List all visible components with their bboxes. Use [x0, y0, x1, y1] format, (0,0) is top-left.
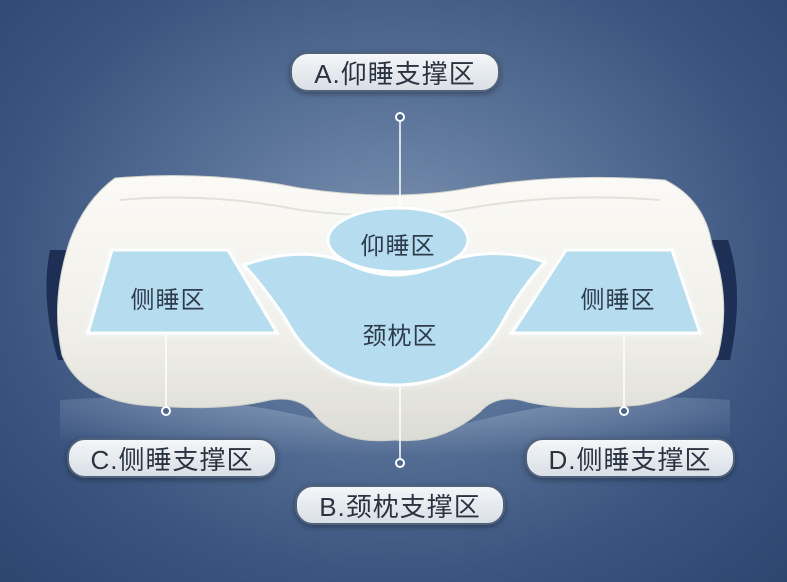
connector-dots: [161, 112, 629, 468]
zone-text-right: 侧睡区: [580, 287, 656, 314]
zone-text-left: 侧睡区: [130, 287, 206, 314]
connector-lines: [165, 121, 625, 459]
label-b: B.颈枕支撑区: [295, 485, 505, 525]
zone-shapes: [86, 206, 703, 387]
zone-text-neck: 颈枕区: [362, 323, 438, 350]
label-d: D.侧睡支撑区: [525, 438, 735, 478]
label-a: A.仰睡支撑区: [290, 52, 500, 92]
zone-text-top: 仰睡区: [360, 233, 436, 260]
label-c: C.侧睡支撑区: [67, 438, 277, 478]
